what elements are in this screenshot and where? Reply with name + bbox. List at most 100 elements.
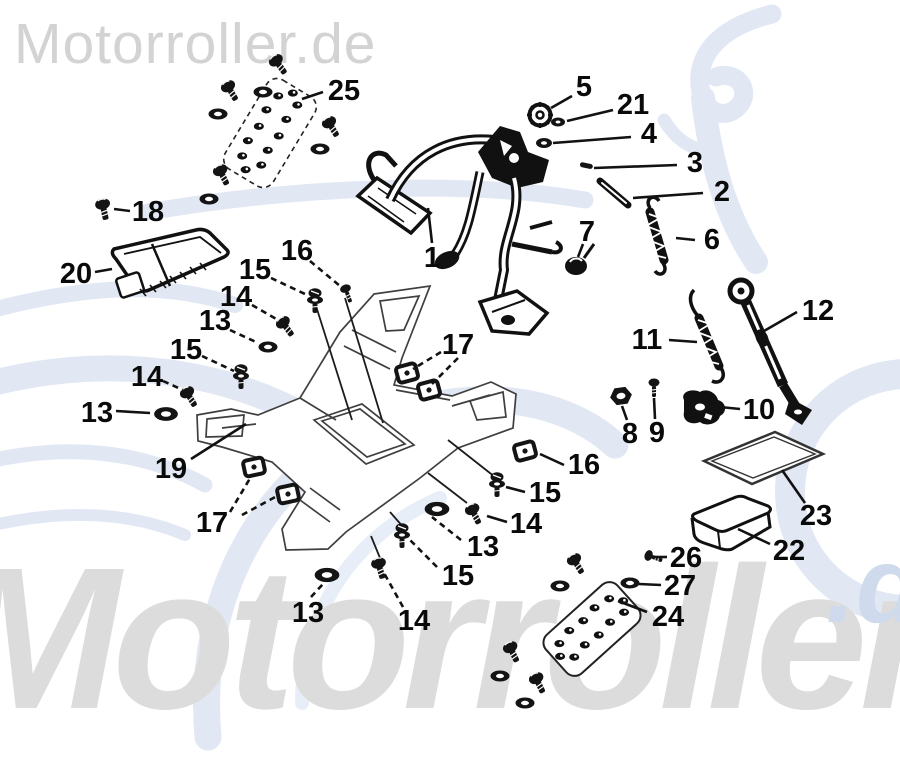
- callout-label-4: 4: [641, 118, 657, 150]
- callout-label-10: 10: [743, 394, 775, 426]
- leader-line-1: [426, 207, 434, 244]
- leader-line-25: [301, 90, 324, 101]
- callout-label-17: 17: [196, 507, 228, 539]
- callout-label-15: 15: [239, 254, 271, 286]
- leader-line-9: [652, 397, 657, 420]
- leader-line-16: [539, 452, 565, 467]
- part-flange-nut-5: [527, 102, 553, 128]
- leader-line-15: [505, 485, 526, 494]
- leader-line-21: [566, 108, 614, 123]
- leader-line-3: [593, 163, 678, 170]
- part-center-stand: [355, 126, 563, 336]
- leader-line-13: [310, 583, 324, 598]
- part-rod-2: [596, 177, 632, 209]
- callout-label-14: 14: [131, 361, 163, 393]
- callout-label-8: 8: [622, 418, 638, 450]
- callout-label-14: 14: [398, 605, 430, 637]
- callout-label-15: 15: [529, 477, 561, 509]
- callout-label-7: 7: [579, 216, 595, 248]
- part-pin-3: [579, 162, 593, 169]
- part-side-stand-spring-11: [688, 288, 725, 384]
- callout-label-15: 15: [170, 334, 202, 366]
- callout-label-14: 14: [510, 508, 542, 540]
- watermark-logo-text: Motorroller.de: [14, 12, 377, 76]
- leader-line-7: [576, 243, 585, 258]
- leader-line-17: [228, 474, 254, 513]
- part-nut-8: [610, 386, 632, 406]
- leader-line-17: [241, 494, 278, 517]
- leader-line-5: [550, 94, 573, 110]
- leader-line-27: [638, 582, 662, 587]
- watermark-de-text: .de: [826, 524, 900, 645]
- part-washer-21: [551, 117, 565, 127]
- leader-line-22: [737, 527, 771, 546]
- callout-label-25: 25: [328, 75, 360, 107]
- leader-line-14: [486, 514, 508, 524]
- callout-label-9: 9: [649, 417, 665, 449]
- leader-line-15: [270, 276, 306, 296]
- callout-label-16: 16: [281, 235, 313, 267]
- leader-line-15: [409, 539, 438, 568]
- washer-icon: [620, 577, 640, 589]
- callout-label-2: 2: [714, 176, 730, 208]
- callout-label-21: 21: [617, 89, 649, 121]
- callout-label-13: 13: [292, 597, 324, 629]
- callout-label-18: 18: [132, 196, 164, 228]
- callout-label-13: 13: [199, 305, 231, 337]
- leader-line-14: [382, 572, 405, 608]
- leader-line-19: [190, 422, 247, 461]
- callout-label-16: 16: [568, 449, 600, 481]
- leader-line-14: [162, 379, 184, 392]
- callout-label-17: 17: [442, 329, 474, 361]
- leader-line-13: [115, 409, 151, 415]
- part-rubber-stop-7: [565, 243, 596, 275]
- part-washer-4: [536, 138, 552, 148]
- part-footrest-plate-24: [542, 581, 642, 677]
- callout-label-13: 13: [467, 531, 499, 563]
- callout-label-11: 11: [632, 324, 663, 356]
- leader-line-2: [632, 191, 704, 200]
- leader-line-11: [668, 338, 698, 344]
- leader-line-10: [719, 405, 741, 411]
- leader-line-8: [620, 405, 629, 421]
- part-main-spring-6: [643, 195, 669, 276]
- callout-label-14: 14: [220, 281, 252, 313]
- leader-line-12: [763, 310, 798, 333]
- leader-line-20: [94, 267, 113, 274]
- leader-line-17: [412, 350, 442, 371]
- callout-label-15: 15: [442, 560, 474, 592]
- screw-icon: [93, 196, 114, 222]
- leader-line-24: [617, 599, 648, 614]
- leader-line-14: [251, 303, 279, 322]
- part-box-22: [690, 494, 772, 552]
- callout-label-26: 26: [670, 542, 702, 574]
- watermark-bottom-text: Motorroller: [0, 525, 900, 751]
- part-storage-lid: [110, 227, 230, 299]
- callout-label-3: 3: [687, 147, 703, 179]
- leader-line-13: [229, 328, 259, 345]
- bolt-icon: [648, 378, 660, 398]
- callout-label-24: 24: [652, 601, 684, 633]
- part-mat-23: [700, 430, 827, 486]
- callout-label-5: 5: [576, 71, 592, 103]
- callout-label-13: 13: [81, 397, 113, 429]
- part-footrest-plate-25: [222, 77, 318, 189]
- callout-label-12: 12: [802, 295, 834, 327]
- callout-label-27: 27: [664, 570, 696, 602]
- leader-line-6: [675, 236, 696, 242]
- leader-line-16: [309, 260, 341, 287]
- fastener-connector-lines: [315, 297, 496, 559]
- leader-line-4: [552, 135, 632, 145]
- leader-line-23: [780, 469, 807, 504]
- leader-line-18: [113, 207, 131, 213]
- callout-label-6: 6: [704, 224, 720, 256]
- callout-label-23: 23: [800, 500, 832, 532]
- part-side-stand: [727, 277, 812, 425]
- callout-label-20: 20: [60, 258, 92, 290]
- callout-label-22: 22: [773, 535, 805, 567]
- part-rubber-10: [683, 390, 726, 425]
- callout-label-1: 1: [424, 242, 440, 274]
